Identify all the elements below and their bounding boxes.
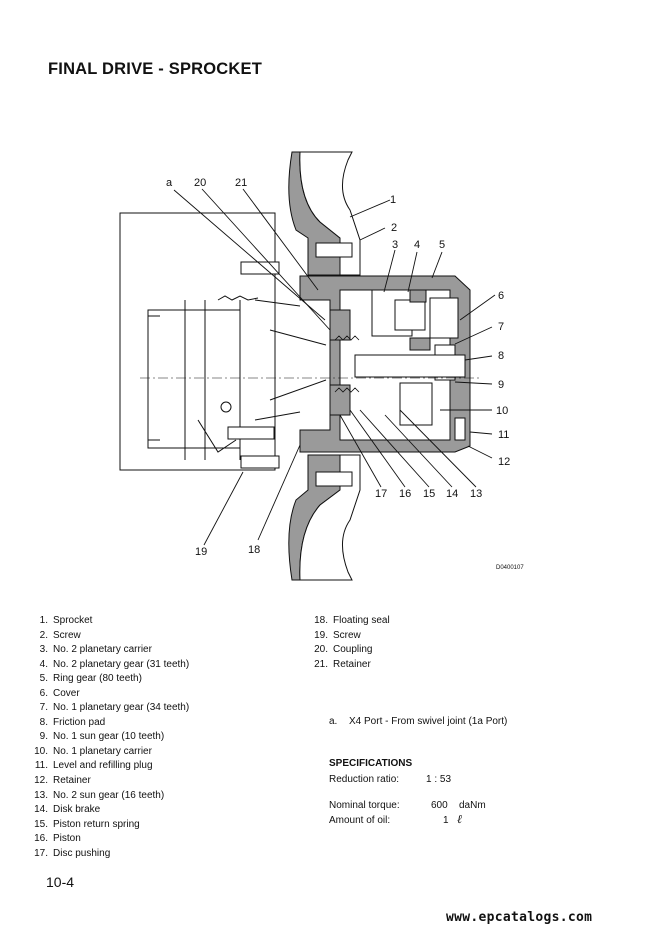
callout-4: 4 bbox=[414, 239, 420, 251]
spec-reduction-label: Reduction ratio: bbox=[329, 774, 400, 785]
list-item: 1.Sprocket bbox=[39, 615, 93, 626]
callout-21: 21 bbox=[235, 177, 247, 189]
list-item: 19.Screw bbox=[314, 629, 361, 641]
callout-6: 6 bbox=[498, 290, 504, 302]
note-text: X4 Port - From swivel joint (1a Port) bbox=[349, 716, 508, 727]
callout-19: 19 bbox=[195, 546, 207, 558]
callout-11: 11 bbox=[498, 429, 509, 441]
callout-16: 16 bbox=[399, 488, 411, 500]
parts-list-left: 1.Sprocket 2.Screw 3.No. 2 planetary car… bbox=[26, 614, 189, 861]
spec-torque-label: Nominal torque: bbox=[329, 800, 400, 811]
callout-a: a bbox=[166, 177, 173, 189]
spec-torque-unit: daNm bbox=[459, 800, 486, 811]
note-key: a. bbox=[329, 716, 338, 727]
callout-7: 7 bbox=[498, 321, 504, 333]
page-number: 10-4 bbox=[46, 874, 75, 890]
final-drive-cross-section-drawing: a 20 21 1 2 3 4 5 6 7 8 9 10 11 12 13 14… bbox=[119, 151, 510, 581]
list-item: 10.No. 1 planetary carrier bbox=[34, 745, 152, 757]
spec-torque-value: 600 bbox=[431, 800, 448, 811]
page-title: FINAL DRIVE - SPROCKET bbox=[48, 60, 263, 78]
callout-18: 18 bbox=[248, 544, 260, 556]
list-item: 4.No. 2 planetary gear (31 teeth) bbox=[39, 658, 190, 670]
list-item: 5.Ring gear (80 teeth) bbox=[39, 673, 142, 685]
callout-13: 13 bbox=[470, 488, 482, 500]
list-item: 7.No. 1 planetary gear (34 teeth) bbox=[39, 702, 190, 714]
callout-12: 12 bbox=[498, 456, 510, 468]
list-item: 8.Friction pad bbox=[39, 716, 106, 728]
callout-5: 5 bbox=[439, 239, 445, 251]
specifications-heading: SPECIFICATIONS bbox=[329, 758, 413, 769]
port-note: a. X4 Port - From swivel joint (1a Port) bbox=[329, 716, 507, 727]
callout-17: 17 bbox=[375, 488, 387, 500]
callout-15: 15 bbox=[423, 488, 435, 500]
list-item: 13.No. 2 sun gear (16 teeth) bbox=[34, 789, 165, 801]
spec-oil-unit: ℓ bbox=[457, 812, 462, 826]
list-item: 6.Cover bbox=[39, 687, 80, 699]
callout-1: 1 bbox=[390, 194, 396, 206]
spec-reduction-value: 1 : 53 bbox=[426, 774, 452, 785]
callout-2: 2 bbox=[391, 222, 397, 234]
list-item: 20.Coupling bbox=[314, 644, 373, 656]
list-item: 14.Disk brake bbox=[34, 804, 101, 816]
callout-9: 9 bbox=[498, 379, 504, 391]
list-item: 16.Piston bbox=[34, 833, 81, 845]
list-item: 3.No. 2 planetary carrier bbox=[39, 644, 152, 656]
list-item: 12.Retainer bbox=[34, 775, 91, 787]
list-item: 2.Screw bbox=[39, 629, 81, 641]
website-watermark: www.epcatalogs.com bbox=[446, 910, 593, 925]
list-item: 15.Piston return spring bbox=[34, 818, 140, 830]
list-item: 11.Level and refilling plug bbox=[34, 760, 153, 772]
drawing-code: D0400107 bbox=[496, 565, 524, 571]
list-item: 21.Retainer bbox=[314, 658, 371, 670]
callout-8: 8 bbox=[498, 350, 504, 362]
list-item: 9.No. 1 sun gear (10 teeth) bbox=[39, 731, 165, 743]
list-item: 17.Disc pushing bbox=[34, 847, 111, 859]
callout-3: 3 bbox=[392, 239, 398, 251]
list-item: 18.Floating seal bbox=[314, 615, 390, 626]
callout-20: 20 bbox=[194, 177, 206, 189]
parts-list-right: 18.Floating seal 19.Screw 20.Coupling 21… bbox=[306, 614, 390, 672]
spec-oil-value: 1 bbox=[443, 815, 449, 826]
callout-10: 10 bbox=[496, 405, 508, 417]
spec-oil-label: Amount of oil: bbox=[329, 815, 391, 826]
callout-14: 14 bbox=[446, 488, 458, 500]
